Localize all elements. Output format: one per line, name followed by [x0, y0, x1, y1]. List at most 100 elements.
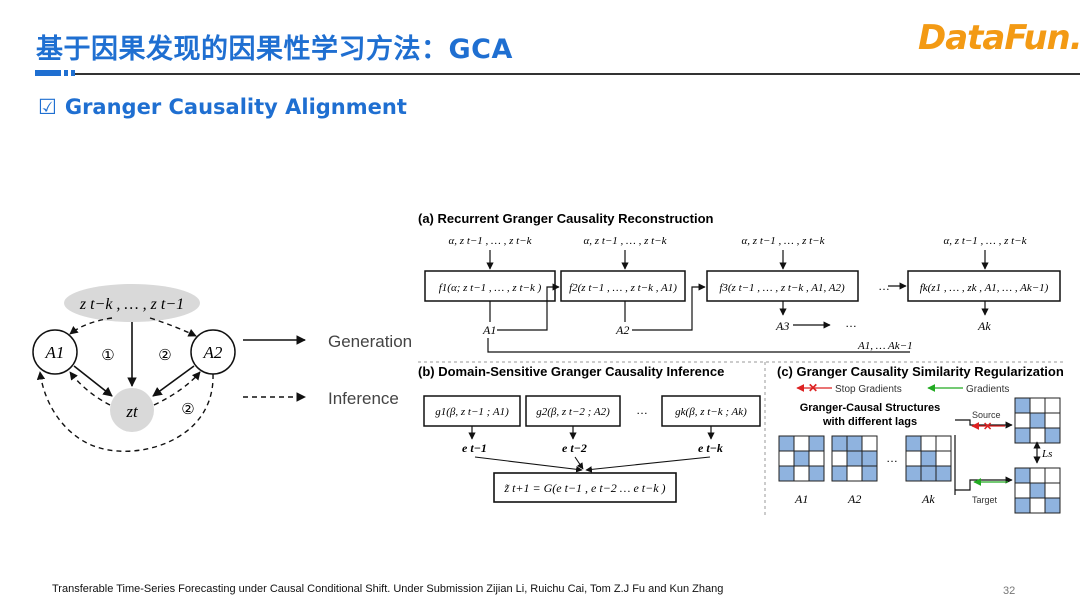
- panel-b-title: (b) Domain-Sensitive Granger Causality I…: [418, 364, 724, 379]
- panel-a-out-a3: A3: [775, 319, 789, 333]
- history-node: [64, 284, 200, 322]
- panel-c: (c) Granger Causality Similarity Regular…: [777, 364, 1064, 514]
- slide-title: 基于因果发现的因果性学习方法：GCA: [36, 34, 513, 65]
- matrix-cell: [1014, 397, 1031, 414]
- subtitle: ☑Granger Causality Alignment: [38, 95, 407, 119]
- structure-matrices: [778, 397, 1061, 514]
- panel-a-out-a1: A1: [482, 323, 496, 337]
- matrix-cell: [1029, 467, 1046, 484]
- subtitle-text: Granger Causality Alignment: [64, 95, 407, 119]
- node-zt-label: zt: [125, 402, 139, 421]
- matrix-cell: [846, 465, 863, 482]
- matrix-source: [1014, 397, 1061, 444]
- panel-c-structures-1: Granger-Causal Structures: [800, 402, 941, 414]
- inference-history-a1: [69, 317, 113, 335]
- panel-c-label-ak: Ak: [921, 492, 935, 506]
- matrix-cell: [831, 465, 848, 482]
- node-zt: [110, 388, 154, 432]
- step-mark-2b: ②: [181, 401, 194, 418]
- matrix-cell: [778, 465, 795, 482]
- page-number: 32: [1003, 585, 1016, 597]
- panel-a-box-f2: [560, 270, 686, 302]
- arrow-b-e1-merge: [474, 456, 583, 473]
- panel-b-box-g2-label: g2(β, z t−2 ; A2): [536, 406, 610, 418]
- panel-a-box-f3-label: f3(z t−1 , … , z t−k , A1, A2): [719, 282, 845, 294]
- panel-b: (b) Domain-Sensitive Granger Causality I…: [418, 364, 761, 503]
- panel-a: (a) Recurrent Granger Causality Reconstr…: [418, 211, 1061, 353]
- panel-c-structures-2: with different lags: [822, 416, 917, 428]
- title-accent-dots: [64, 70, 76, 76]
- panel-c-ellipsis: …: [886, 451, 898, 465]
- matrix-a2: [831, 435, 878, 482]
- matrix-cell: [1044, 467, 1061, 484]
- matrix-cell: [1014, 467, 1031, 484]
- node-a1: [32, 329, 78, 375]
- matrix-cell: [1029, 427, 1046, 444]
- matrix-cell: [808, 465, 825, 482]
- edge-a2-zt: [152, 365, 195, 397]
- step-mark-2a: ②: [158, 347, 171, 364]
- panel-a-out-ak: Ak: [977, 319, 991, 333]
- matrix-cell: [1014, 427, 1031, 444]
- matrix-cell: [920, 435, 937, 452]
- matrix-cell: [846, 450, 863, 467]
- panel-c-label-a2: A2: [847, 492, 861, 506]
- matrix-a1: [778, 435, 825, 482]
- panel-b-ellipsis: …: [636, 403, 648, 417]
- panel-b-box-gk-label: gk(β, z t−k ; Ak): [675, 406, 747, 418]
- panel-a-box-f3: [706, 270, 859, 302]
- source-stop-x-icon: ✕: [983, 421, 992, 433]
- matrix-cell: [861, 465, 878, 482]
- matrix-cell: [1029, 397, 1046, 414]
- panel-a-input-4: α, z t−1 , … , z t−k: [944, 235, 1028, 247]
- arrow-b-e2-merge: [574, 456, 584, 470]
- panel-b-box-g1: [423, 395, 521, 427]
- matrix-cell: [920, 450, 937, 467]
- matrix-cell: [1044, 397, 1061, 414]
- matrix-cell: [1014, 412, 1031, 429]
- datafun-logo: DataFun.: [918, 18, 1080, 58]
- panel-b-result-box: [493, 472, 677, 503]
- step-mark-1: ①: [101, 347, 114, 364]
- panel-b-box-g2: [525, 395, 621, 427]
- panel-c-gradients: Gradients: [966, 384, 1009, 395]
- title-accent-bar: [35, 70, 61, 76]
- matrix-cell: [1014, 497, 1031, 514]
- panel-c-source: Source: [972, 410, 1001, 420]
- panel-a-input-3: α, z t−1 , … , z t−k: [742, 235, 826, 247]
- matrix-cell: [1029, 482, 1046, 499]
- arrow-a2-to-f3: [632, 283, 706, 331]
- matrix-cell: [1044, 412, 1061, 429]
- panel-c-source-arrow: [955, 419, 1013, 429]
- arrow-b-ek-merge: [585, 456, 711, 473]
- matrix-cell: [846, 435, 863, 452]
- panel-b-box-g1-label: g1(β, z t−1 ; A1): [435, 406, 509, 418]
- matrix-cell: [905, 450, 922, 467]
- matrix-cell: [778, 450, 795, 467]
- matrix-cell: [1044, 482, 1061, 499]
- title-divider: [75, 73, 1080, 75]
- legend-generation: Generation: [328, 332, 412, 351]
- inference-history-a2: [149, 317, 197, 337]
- panel-a-ellipsis-2: …: [845, 316, 857, 330]
- panel-a-bottom-label: A1, … Ak−1: [857, 340, 913, 352]
- matrix-cell: [793, 435, 810, 452]
- matrix-cell: [935, 450, 952, 467]
- panel-a-ellipsis-1: …: [878, 279, 890, 293]
- left-causal-graph: z t−k , … , z t−1 A1 A2 zt ① ② ② Generat…: [32, 284, 412, 452]
- matrix-cell: [1044, 427, 1061, 444]
- matrix-cell: [793, 450, 810, 467]
- inference-zt-a2: [153, 371, 201, 406]
- inference-zt-a1: [69, 371, 111, 406]
- matrix-cell: [905, 435, 922, 452]
- inference-a2-a1: [36, 371, 214, 452]
- matrix-cell: [1029, 497, 1046, 514]
- edge-a1-zt: [73, 365, 113, 397]
- matrix-cell: [831, 450, 848, 467]
- matrix-cell: [831, 435, 848, 452]
- panel-b-err-2: e t−2: [562, 441, 587, 455]
- panel-c-label-a1: A1: [794, 492, 808, 506]
- panel-c-stop-gradients: Stop Gradients: [835, 384, 902, 395]
- matrix-cell: [920, 465, 937, 482]
